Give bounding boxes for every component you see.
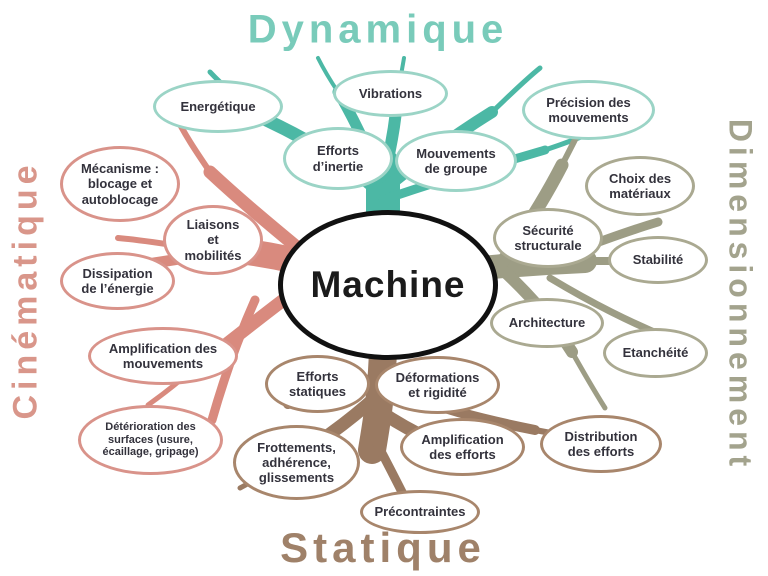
central-node-label: Machine [310,264,466,305]
node-securite-structurale: Sécurité structurale [493,208,603,268]
node-label: Choix des matériaux [608,170,672,201]
node-deformations-rigidite: Déformations et rigidité [375,356,500,414]
node-amplification-efforts: Amplification des efforts [400,418,525,476]
node-choix-materiaux: Choix des matériaux [585,156,695,216]
node-label: Frottements, adhérence, glissements [257,439,336,486]
branch-title-statique: Statique [280,524,486,571]
node-architecture: Architecture [490,298,604,348]
node-label: Détérioration des surfaces (usure, écail… [102,420,199,459]
node-precision-mouvements: Précision des mouvements [522,80,655,140]
node-deterioration-surfaces: Détérioration des surfaces (usure, écail… [78,405,223,475]
node-etancheite: Etanchéité [603,328,708,378]
node-vibrations: Vibrations [333,70,448,117]
node-label: Amplification des mouvements [108,340,218,371]
node-label: Stabilité [632,252,684,268]
branch-title-dynamique: Dynamique [247,7,509,52]
node-distribution-efforts: Distribution des efforts [540,415,662,473]
node-label: Dissipation de l’énergie [81,265,154,296]
node-efforts-inertie: Efforts d’inertie [283,127,393,190]
node-amplification-mouvements: Amplification des mouvements [88,327,238,385]
node-label: Etanchéité [622,345,689,361]
node-label: Mécanisme : blocage et autoblocage [80,161,160,207]
branch-title-dimensionnement: Dimensionnement [722,118,759,472]
node-label: Distribution des efforts [564,428,638,459]
node-frottements: Frottements, adhérence, glissements [233,425,360,500]
node-precontraintes: Précontraintes [360,490,480,534]
node-label: Architecture [508,315,586,331]
node-label: Amplification des efforts [421,431,504,462]
node-mouvements-groupe: Mouvements de groupe [395,130,517,192]
node-dissipation-energie: Dissipation de l’énergie [60,252,175,310]
node-label: Energétique [180,98,256,114]
central-node: Machine [278,210,498,360]
node-label: Précontraintes [374,504,466,520]
node-label: Précision des mouvements [546,94,631,125]
node-efforts-statiques: Efforts statiques [265,355,370,413]
node-mecanisme-blocage: Mécanisme : blocage et autoblocage [60,146,180,222]
node-stabilite: Stabilité [608,236,708,284]
node-label: Efforts d’inertie [312,143,364,174]
branch-title-cinematique: Cinématique [6,160,45,420]
node-label: Efforts statiques [288,368,347,399]
node-label: Déformations et rigidité [395,369,480,400]
node-label: Mouvements de groupe [416,145,496,176]
node-label: Sécurité structurale [514,222,582,253]
node-energetique: Energétique [153,80,283,133]
node-liaisons-mobilites: Liaisons et mobilités [163,205,263,275]
node-label: Vibrations [358,85,423,101]
node-label: Liaisons et mobilités [184,217,242,263]
